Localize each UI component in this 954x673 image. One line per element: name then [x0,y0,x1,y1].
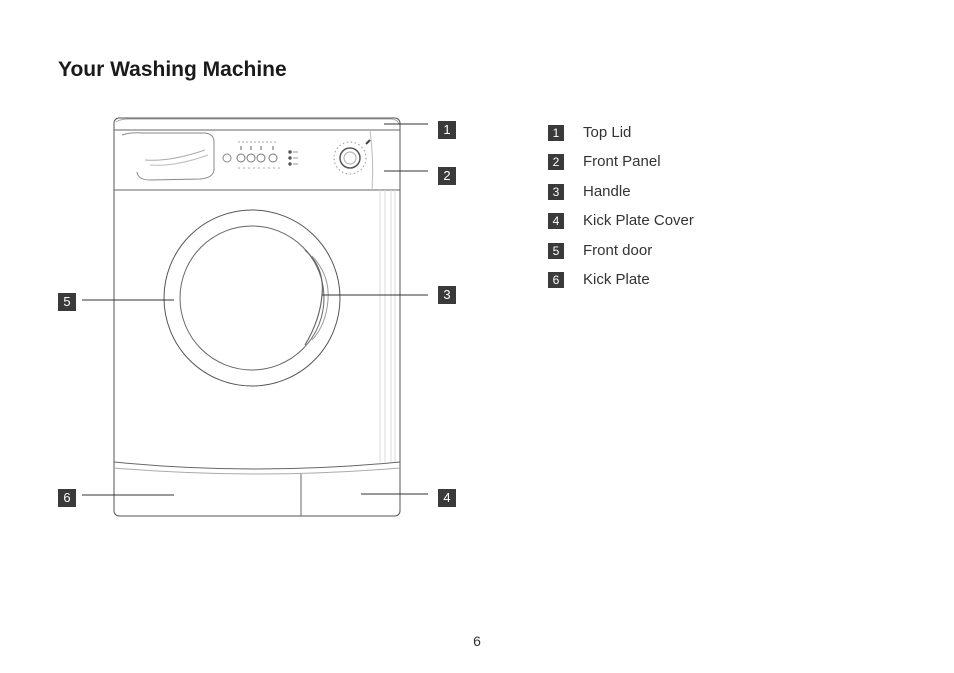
callout-6: 6 [58,489,76,507]
programme-dial-ring [333,141,367,175]
legend-label: Handle [583,182,631,200]
legend-number: 6 [548,271,564,288]
legend-number: 5 [548,242,564,259]
kick-plate-top [113,461,401,470]
front-door [163,209,341,387]
callout-5: 5 [58,293,76,311]
callout-3: 3 [438,286,456,304]
leader-lines [82,123,428,496]
page-title: Your Washing Machine [58,58,287,81]
callout-4: 4 [438,489,456,507]
legend-label: Kick Plate [583,270,650,288]
page-number: 6 [473,633,481,649]
legend-number: 4 [548,213,564,230]
detergent-drawer [121,132,215,181]
legend-label: Top Lid [583,124,632,141]
callout-2: 2 [438,167,456,185]
legend-label: Front Panel [583,153,661,171]
legend-number: 1 [548,125,564,141]
legend-number: 2 [548,154,564,171]
legend-label: Front door [583,241,653,259]
legend-label: Kick Plate Cover [583,212,694,230]
washing-machine-illustration [113,117,401,517]
callout-1: 1 [438,121,456,139]
door-glass [179,225,325,371]
legend-number: 3 [548,183,564,200]
programme-dial [339,147,361,169]
